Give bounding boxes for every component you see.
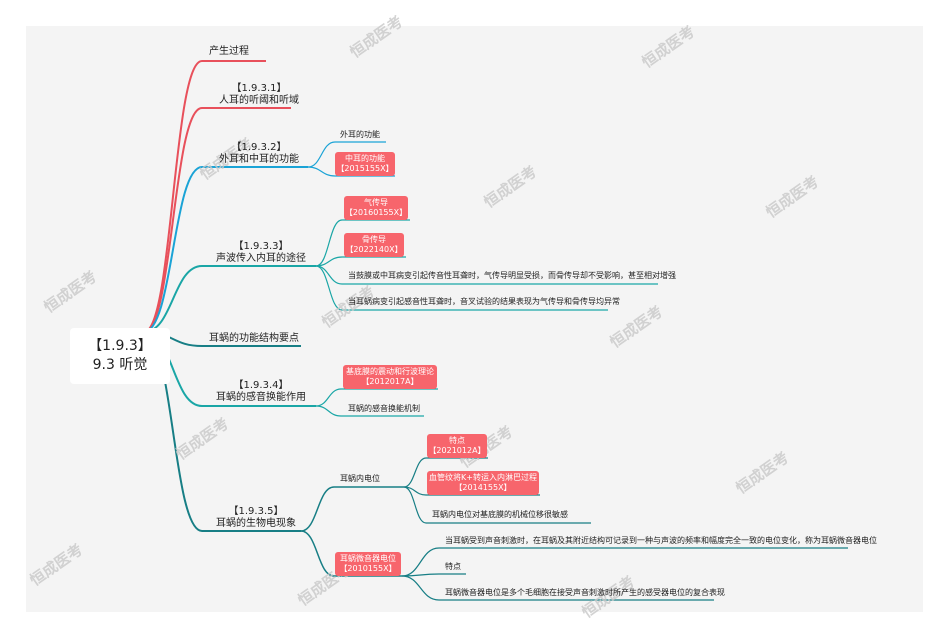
connector-line	[315, 388, 342, 407]
child-node[interactable]: 当耳蜗病变引起感音性耳聋时，音叉试验的结果表现为气传导和骨传导均异常	[348, 297, 620, 306]
branch-node[interactable]: 【1.9.3.4】 耳蜗的感音换能作用	[206, 380, 316, 404]
tag-node[interactable]: 耳蜗微音器电位 【2010155X】	[335, 552, 401, 576]
tag-code: 【20160155X】	[344, 208, 408, 217]
connector-line	[403, 457, 427, 488]
tag-label: 气传导	[364, 198, 388, 207]
root-node[interactable]: 【1.9.3】 9.3 听觉	[70, 328, 170, 384]
tag-code: 【2015155X】	[336, 164, 394, 173]
branch-code: 【1.9.3.1】	[231, 83, 287, 94]
tag-node[interactable]: 血管纹将K+转运入内淋巴过程 【2014155X】	[427, 471, 539, 495]
tag-code: 【2012017A】	[361, 377, 419, 386]
branch-code: 【1.9.3.5】	[228, 506, 284, 517]
branch-label: 外耳和中耳的功能	[219, 154, 299, 165]
mindmap-canvas: 恒成医考 恒成医考 恒成医考 恒成医考 恒成医考 恒成医考 恒成医考 恒成医考 …	[26, 12, 923, 621]
branch-label: 声波传入内耳的途径	[216, 253, 306, 264]
connector-line	[315, 405, 342, 417]
branch-label: 耳蜗的生物电现象	[216, 518, 296, 529]
branch-node[interactable]: 【1.9.3.2】 外耳和中耳的功能	[209, 142, 309, 166]
child-node[interactable]: 耳蜗的感音换能机制	[348, 404, 420, 413]
tag-label: 骨传导	[362, 235, 386, 244]
branch-node[interactable]: 【1.9.3.1】 人耳的听阈和听域	[209, 83, 309, 107]
tag-node[interactable]: 特点 【2021012A】	[427, 434, 487, 458]
tag-code: 【2021012A】	[428, 446, 486, 455]
tag-label: 特点	[449, 436, 465, 445]
child-node[interactable]: 当耳蜗受到声音刺激时，在耳蜗及其附近结构可记录到一种与声波的频率和幅度完全一致的…	[445, 536, 877, 545]
child-node[interactable]: 耳蜗内电位对基底膜的机械位移很敏感	[432, 510, 568, 519]
branch-node[interactable]: 【1.9.3.5】 耳蜗的生物电现象	[206, 506, 306, 530]
tag-node[interactable]: 气传导 【20160155X】	[344, 196, 408, 220]
tag-label: 血管纹将K+转运入内淋巴过程	[429, 473, 537, 482]
branch-code: 【1.9.3.2】	[231, 142, 287, 153]
connector-line	[401, 547, 440, 577]
root-title: 9.3 听觉	[92, 357, 148, 373]
connector-line	[143, 166, 203, 333]
child-node[interactable]: 外耳的功能	[340, 130, 380, 139]
child-node[interactable]: 耳蜗内电位	[340, 474, 380, 483]
connector-line	[315, 265, 343, 285]
branch-label: 耳蜗的感音换能作用	[216, 392, 306, 403]
connector-line	[315, 265, 343, 311]
connector-line	[300, 530, 335, 577]
branch-node[interactable]: 【1.9.3.3】 声波传入内耳的途径	[206, 241, 316, 265]
branch-code: 【1.9.3.4】	[233, 380, 289, 391]
tag-code: 【2022140X】	[345, 245, 403, 254]
connector-line	[143, 107, 203, 333]
tag-node[interactable]: 骨传导 【2022140X】	[344, 233, 404, 257]
branch-node[interactable]: 产生过程	[209, 46, 249, 57]
tag-node[interactable]: 基底膜的震动和行波理论 【2012017A】	[343, 365, 437, 389]
tag-code: 【2010155X】	[339, 564, 397, 573]
tag-label: 中耳的功能	[345, 154, 385, 163]
connector-line	[315, 219, 343, 267]
branch-code: 【1.9.3.3】	[233, 241, 289, 252]
mindmap-connectors	[143, 60, 848, 601]
child-node[interactable]: 当鼓膜或中耳病变引起传音性耳聋时，气传导明显受损，而骨传导却不受影响，甚至相对增…	[348, 271, 676, 280]
child-node[interactable]: 特点	[445, 562, 461, 571]
connector-line	[401, 575, 440, 601]
connector-line	[307, 166, 336, 177]
root-code: 【1.9.3】	[88, 338, 152, 354]
connector-line	[300, 486, 335, 532]
branch-node[interactable]: 耳蜗的功能结构要点	[209, 333, 299, 344]
tag-code: 【2014155X】	[454, 483, 512, 492]
tag-label: 耳蜗微音器电位	[340, 554, 396, 563]
connector-line	[307, 141, 336, 168]
child-node[interactable]: 耳蜗微音器电位是多个毛细胞在接受声音刺激时所产生的感受器电位的复合表现	[445, 588, 725, 597]
branch-label: 人耳的听阈和听域	[219, 95, 299, 106]
tag-node[interactable]: 中耳的功能 【2015155X】	[335, 152, 395, 176]
connector-line	[143, 60, 203, 333]
connector-line	[403, 486, 427, 524]
tag-label: 基底膜的震动和行波理论	[346, 367, 434, 376]
